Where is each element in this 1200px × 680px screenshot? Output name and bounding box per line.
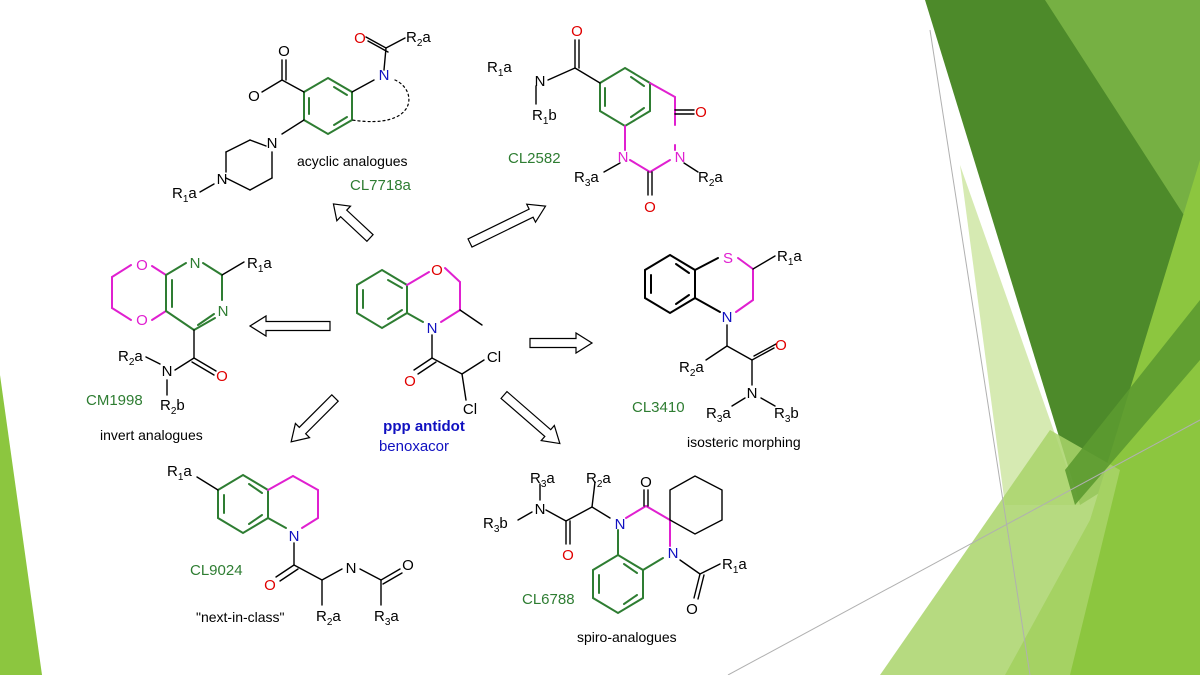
molecule-cl2582: O N R1a R1b O N N O R3a R2a CL2582 [487,23,723,216]
arrow-to-next-in-class [290,393,340,443]
left-green-wedge [0,375,42,675]
cl3410-r1a-label: R1a [777,248,802,268]
molecule-cl7718a: N O R2a O O N N R1a acyclic analogues CL… [172,29,431,205]
cl2582-r2a-label: R2a [698,169,723,189]
molecule-cl3410: S N O N R1a R2a R3a R3b CL3410 isosteric… [632,248,802,450]
molecule-cl9024: N O N O R1a R2a R3a CL9024 "next-in-clas… [167,463,414,628]
cm1998-r1a-label: R1a [247,255,272,275]
cl7718a-acyl-oxygen: O [354,30,366,47]
benoxacor-carbonyl-oxygen: O [404,373,416,390]
cl2582-r1b-label: R1b [532,107,557,127]
cm1998-compound-code: CM1998 [86,392,143,409]
cl2582-amide-oxygen: O [571,23,583,40]
cl9024-r2a-label: R2a [316,608,341,628]
cl7718a-ring-nitrogen: N [379,67,390,84]
center-title: ppp antidot [383,418,465,435]
invert-caption: invert analogues [100,427,203,443]
reaction-arrows [248,203,594,445]
arrow-to-spiro [500,390,561,445]
cl6788-r3a-label: R3a [530,470,555,490]
cl7718a-r2a-label: R2a [406,29,431,49]
cl9024-oxygen-2: O [402,557,414,574]
cl7718a-carboxyl-oxygen-1: O [278,43,290,60]
cl3410-compound-code: CL3410 [632,399,685,416]
cm1998-oxygen-1: O [136,257,148,274]
molecule-cm1998: O O N N R1a O N R2a R2b CM1998 invert an… [86,255,272,443]
cl9024-oxygen-1: O [264,577,276,594]
cl3410-sulfur-atom: S [723,250,733,267]
benoxacor-chlorine-2: Cl [463,401,477,418]
cl3410-r3a-label: R3a [706,405,731,425]
cl2582-amide-nitrogen: N [535,73,546,90]
right-green-sliver [1065,300,1200,505]
molecule-benoxacor: O N O Cl Cl ppp antidot benoxacor [356,262,501,455]
arrow-to-isosteric [529,331,594,355]
right-mid-green-panel [1045,0,1200,240]
cl3410-r2a-label: R2a [679,359,704,379]
molecule-cl6788: N N O O O N R3a R3b R2a R1a CL6788 spiro… [483,470,747,645]
benoxacor-oxygen-atom: O [431,262,443,279]
spiro-caption: spiro-analogues [577,629,677,645]
cl7718a-carboxyl-oxygen-2: O [248,88,260,105]
acyclic-compound-code: CL7718a [350,177,412,194]
cl9024-amide-nitrogen: N [346,560,357,577]
cm1998-r2b-label: R2b [160,397,185,417]
cl3410-r3b-label: R3b [774,405,799,425]
cm1998-nitrogen-1: N [190,255,201,272]
cl6788-r1a-label: R1a [722,556,747,576]
cl2582-r3a-label: R3a [574,169,599,189]
thin-gray-line-2 [929,29,1031,676]
cl6788-compound-code: CL6788 [522,591,575,608]
cl2582-nitrogen-3: N [675,149,686,166]
cl6788-acyl-oxygen: O [686,601,698,618]
cl9024-r1a-label: R1a [167,463,192,483]
next-in-class-caption: "next-in-class" [196,609,285,625]
cl3410-ring-nitrogen: N [722,309,733,326]
cl3410-amide-nitrogen: N [747,385,758,402]
arrow-to-acyclic [332,203,374,243]
cl2582-r1a-label: R1a [487,59,512,79]
cl3410-amide-oxygen: O [775,337,787,354]
cl9024-r3a-label: R3a [374,608,399,628]
benoxacor-chlorine-1: Cl [487,349,501,366]
cl2582-oxygen-4: O [695,104,707,121]
arrow-to-quinazoline [467,203,547,248]
thin-gray-line-1 [727,419,1200,676]
cl2582-oxygen-2: O [644,199,656,216]
cm1998-amide-oxygen: O [216,368,228,385]
cm1998-oxygen-2: O [136,312,148,329]
cl6788-nitrogen-1: N [615,516,626,533]
cl2582-nitrogen-1: N [618,149,629,166]
cl6788-oxygen-3: O [640,474,652,491]
isosteric-caption: isosteric morphing [687,434,801,450]
cl6788-r3b-label: R3b [483,515,508,535]
cm1998-amide-nitrogen: N [162,363,173,380]
cl9024-compound-code: CL9024 [190,562,243,579]
acyclic-caption: acyclic analogues [297,153,408,169]
cm1998-r2a-label: R2a [118,348,143,368]
right-bright-green-panel [1005,160,1200,675]
benoxacor-nitrogen-atom: N [427,320,438,337]
cl2582-compound-code: CL2582 [508,150,561,167]
cl7718a-piperazine-n1: N [267,135,278,152]
cm1998-nitrogen-2: N [218,303,229,320]
cl6788-nitrogen-4: N [668,545,679,562]
cl7718a-piperazine-n2: N [217,171,228,188]
cl6788-amide-nitrogen: N [535,501,546,518]
cl6788-r2a-label: R2a [586,470,611,490]
cl6788-amide-oxygen: O [562,547,574,564]
right-light-green-streak [960,165,1080,505]
center-subtitle: benoxacor [379,438,449,455]
right-pale-green-panel [880,430,1120,675]
arrow-to-invert [248,314,331,338]
cl7718a-r1a-label: R1a [172,185,197,205]
cl9024-ring-nitrogen: N [289,528,300,545]
